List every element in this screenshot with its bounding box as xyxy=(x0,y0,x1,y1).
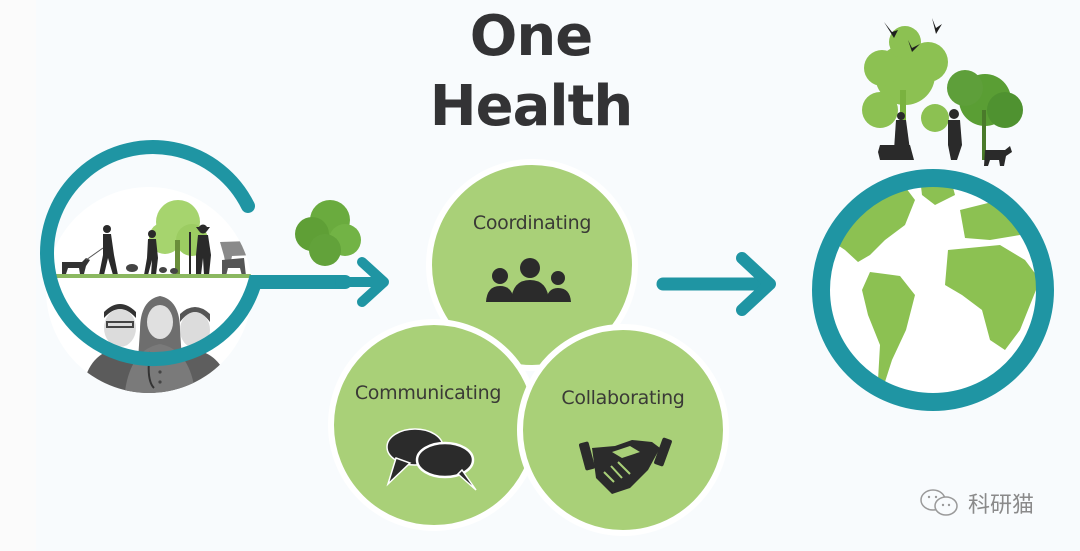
right-arrow-icon xyxy=(656,252,776,316)
people-silhouettes-icon xyxy=(99,224,211,275)
chickens-icon xyxy=(126,264,178,274)
right-panel xyxy=(812,18,1054,411)
tree-icon xyxy=(295,200,361,266)
trees-icon xyxy=(862,26,1023,160)
communicating-circle xyxy=(328,319,540,531)
people-goats-icon xyxy=(878,109,1012,166)
communicating-label: Communicating xyxy=(354,382,502,404)
people-group-icon xyxy=(486,258,571,302)
wechat-icon xyxy=(920,489,958,516)
left-margin-strip xyxy=(0,0,36,551)
speech-bubbles-icon xyxy=(386,428,477,491)
globe-ring xyxy=(812,169,1054,411)
collaborating-label: Collaborating xyxy=(561,387,685,409)
dog-icon xyxy=(62,247,104,274)
title-line-one: One xyxy=(469,4,593,69)
collaborating-circle xyxy=(517,324,729,536)
three-c-circles xyxy=(328,159,729,536)
coordinating-label: Coordinating xyxy=(472,212,592,234)
title-line-health: Health xyxy=(429,74,633,139)
left-panel xyxy=(40,140,389,393)
page-title: One Health xyxy=(420,2,642,142)
g-arrow-shape xyxy=(40,140,352,367)
watermark: 科研猫 xyxy=(918,487,1034,519)
watermark-text: 科研猫 xyxy=(968,493,1035,518)
bats-icon xyxy=(884,18,942,52)
cows-icon xyxy=(220,236,252,276)
handshake-icon xyxy=(578,437,672,494)
